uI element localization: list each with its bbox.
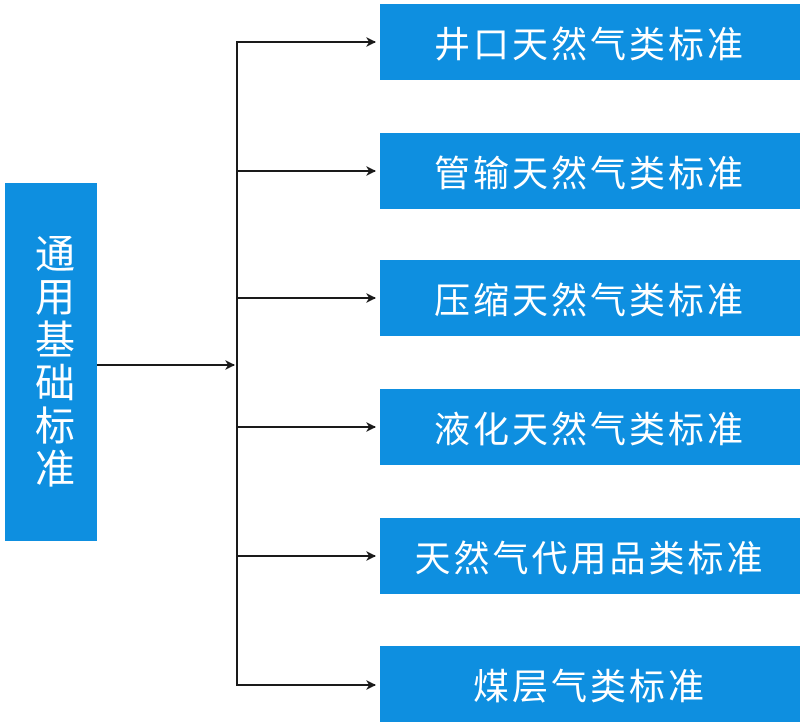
child-node-label: 井口天然气类标准 (433, 25, 746, 66)
child-node-label: 液化天然气类标准 (433, 410, 746, 451)
child-node-label: 管输天然气类标准 (433, 154, 746, 195)
child-node-coalbed: 煤层气类标准 (380, 646, 800, 722)
child-node-substitute: 天然气代用品类标准 (380, 518, 800, 594)
child-node-label: 压缩天然气类标准 (433, 281, 746, 322)
child-node-liquefied: 液化天然气类标准 (380, 389, 800, 465)
root-node: 通用基础标准 (5, 183, 97, 541)
child-node-label: 煤层气类标准 (472, 667, 707, 708)
child-node-pipeline: 管输天然气类标准 (380, 133, 800, 209)
child-node-label: 天然气代用品类标准 (414, 539, 766, 580)
root-node-label: 通用基础标准 (28, 233, 74, 491)
child-node-wellhead: 井口天然气类标准 (380, 4, 800, 80)
child-node-compressed: 压缩天然气类标准 (380, 260, 800, 336)
